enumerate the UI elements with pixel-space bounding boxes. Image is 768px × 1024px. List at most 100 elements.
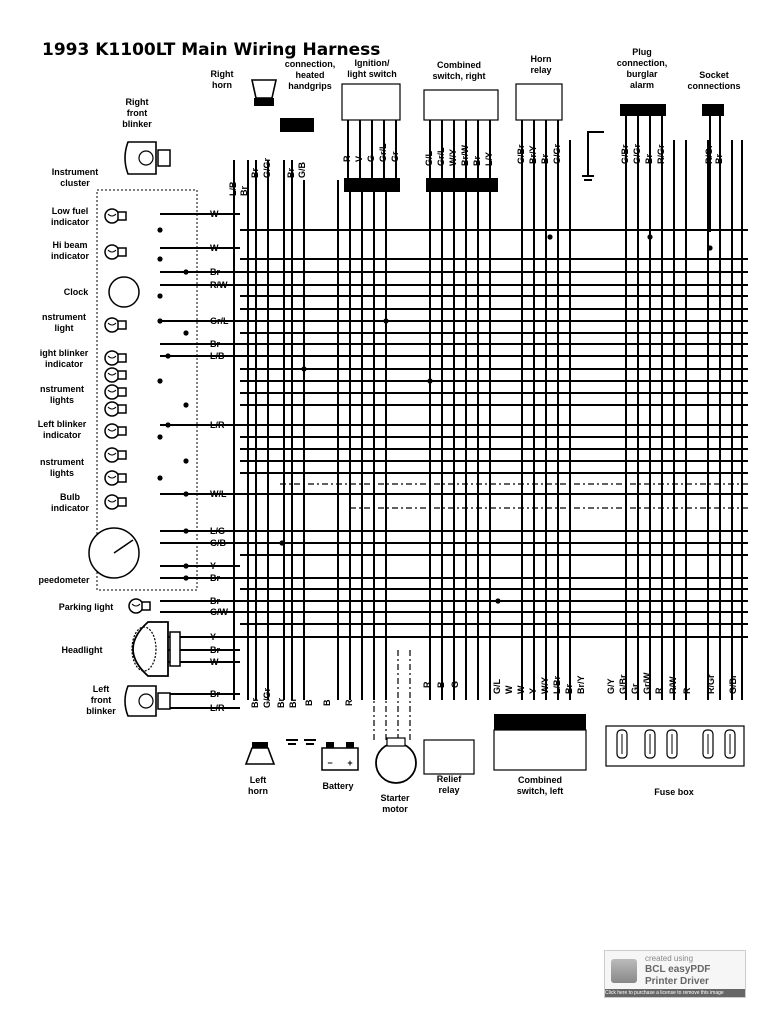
wire-lines [160,116,748,740]
wire-label-top: Br [644,154,654,164]
wire-label-top: G/Gr [262,157,272,178]
wire-label-top: G/B [297,161,307,178]
wire-label-left: Br [210,573,220,583]
junction-dot [383,318,389,324]
wire-label-bottom: Br/Y [576,675,586,694]
wire-label-bottom: Br [288,698,298,708]
junction-dot [279,540,285,546]
watermark-line2: BCL easyPDF [645,964,711,975]
bulb-icon [104,350,127,366]
wire-label-top: R/Gr [656,144,666,164]
bulb-icon [104,470,127,486]
battery-label: Battery [322,781,353,791]
wire-label-top: V [354,156,364,162]
wire-label-top: Br/Y [528,145,538,164]
wire-label-left: W [210,209,219,219]
wire-label-bottom: R [682,687,692,694]
wire [587,131,604,176]
junction-dot [157,475,163,481]
combined-switch-right-box [423,89,499,121]
battery-terminal [326,742,334,748]
bulb-icon [104,384,127,400]
wire-label-left: L/R [210,703,225,713]
relief-relay-box [423,739,475,775]
junction-dot [647,234,653,240]
wire-label-bottom: Y [528,688,538,694]
burglar-connector [620,104,666,116]
bulb-icon [128,598,151,614]
junction-dot [157,378,163,384]
instrument-cluster-box [96,189,198,591]
wire-label-top: L/Y [484,152,494,166]
handgrips-connector [280,118,314,132]
page-title: 1993 K1100LT Main Wiring Harness [42,40,381,60]
bulb-icon [104,244,127,260]
wire-label-top: Br/W [460,144,470,166]
wire-label-left: Br [210,596,220,606]
junction-dot [183,528,189,534]
clock-label: Clock [64,287,90,297]
wire-label-left: W [210,243,219,253]
wire-label-bottom: B [304,699,314,706]
wire-label-left: Y [210,632,216,642]
wire-label-bottom: R [344,699,354,706]
fuse-box-label: Fuse box [654,787,694,797]
junction-dot [183,563,189,569]
wire-label-bottom: G/L [492,678,502,694]
battery-minus: − [327,758,332,768]
watermark-line1: created using [645,954,694,963]
junction-dot [547,234,553,240]
wire-label-top: G/Br [620,144,630,164]
right-horn-icon [251,79,277,106]
headlight-icon [131,621,181,677]
bulb-icon [104,494,127,510]
wire-label-left: Br [210,689,220,699]
wire-label-top: Gr/L [378,143,388,162]
watermark-license-link[interactable]: Click here to purchase a license to remo… [605,989,745,997]
wire-label-top: Br [239,186,249,196]
ignition-plug [344,178,400,192]
combined-right-plug [426,178,498,192]
wire-label-top: Br [250,168,260,178]
wire-label-left: R/W [210,280,228,290]
wire-label-bottom: R [654,687,664,694]
wire-label-left: Br [210,267,220,277]
junction-dot [707,245,713,251]
right-front-blinker-icon [124,141,171,175]
headlight-label: Headlight [61,645,102,655]
wire-label-bottom: R/W [668,676,678,694]
wire-label-top: G/L [424,150,434,166]
wire-label-top: R/Gr [704,144,714,164]
combined-left-plug [494,714,586,730]
wire-label-bottom: Br [276,698,286,708]
wire-label-top: Br [286,168,296,178]
wire-label-top: Gr/L [436,147,446,166]
horn-relay-box [515,83,563,121]
junction-dot [157,318,163,324]
battery-terminal [346,742,354,748]
socket-connector [702,104,724,116]
bulb-icon [104,317,127,333]
starter-terminal [386,737,406,747]
wire-label-left: L/R [210,420,225,430]
wire-label-left: Y [210,561,216,571]
wire-label-top: G [366,155,376,162]
wire-label-bottom: L/Br [552,676,562,694]
wire-label-bottom: R [422,681,432,688]
wire-label-bottom: G/Y [606,678,616,694]
wire-label-bottom: W [504,685,514,694]
wire-label-top: W/Y [448,149,458,166]
junction-dot [183,491,189,497]
